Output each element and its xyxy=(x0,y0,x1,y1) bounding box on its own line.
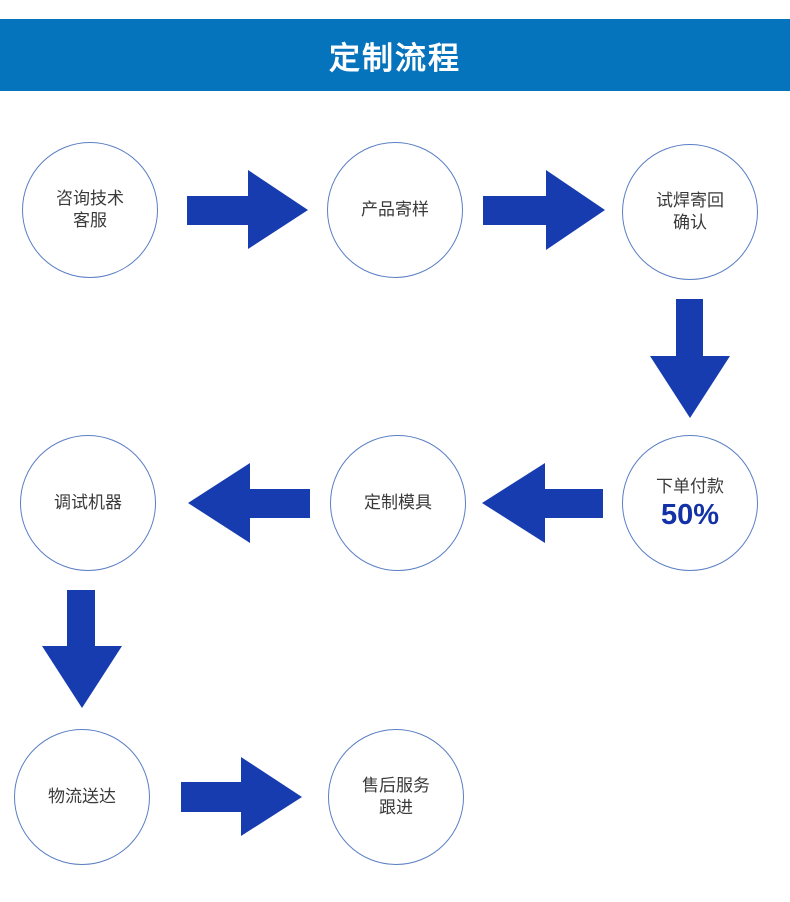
arrow-down-icon xyxy=(42,590,122,708)
step-send-samples: 产品寄样 xyxy=(327,142,463,278)
step-label: 下单付款 xyxy=(656,476,724,497)
arrow-down-icon xyxy=(650,299,730,418)
arrow-right-icon xyxy=(483,170,605,250)
arrow-right-icon xyxy=(181,757,302,836)
step-label: 定制模具 xyxy=(364,493,432,513)
step-label: 产品寄样 xyxy=(361,200,429,220)
step-label: 售后服务跟进 xyxy=(362,776,430,818)
step-debug-machine: 调试机器 xyxy=(20,435,156,571)
arrow-right-icon xyxy=(187,170,308,249)
step-custom-mold: 定制模具 xyxy=(330,435,466,571)
step-label: 试焊寄回确认 xyxy=(656,191,724,233)
step-label: 调试机器 xyxy=(54,493,122,513)
step-after-sales-followup: 售后服务跟进 xyxy=(328,729,464,865)
header-banner: 定制流程 xyxy=(0,19,790,91)
page-title: 定制流程 xyxy=(329,40,461,77)
step-order-payment: 下单付款 50% xyxy=(622,435,758,571)
payment-percent: 50% xyxy=(660,498,720,531)
step-consult-support: 咨询技术客服 xyxy=(22,142,158,278)
step-label: 咨询技术客服 xyxy=(56,189,124,231)
arrow-left-icon xyxy=(482,463,603,543)
step-label: 物流送达 xyxy=(48,787,116,807)
arrow-left-icon xyxy=(188,463,310,543)
step-trial-weld-confirm: 试焊寄回确认 xyxy=(622,144,758,280)
step-logistics-delivery: 物流送达 xyxy=(14,729,150,865)
